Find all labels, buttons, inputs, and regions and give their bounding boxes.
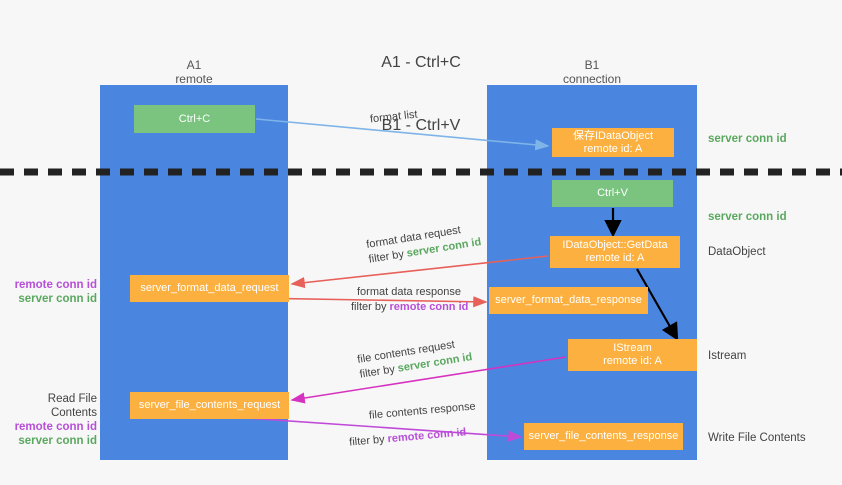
lane-a1-subtitle: remote bbox=[175, 72, 213, 86]
annotation-read-file-contents-group: Read File Contents remote conn id server… bbox=[0, 392, 97, 448]
lane-a1-name: A1 bbox=[186, 58, 202, 72]
lane-b1-name: B1 bbox=[584, 58, 600, 72]
lane-b1-subtitle: connection bbox=[562, 72, 622, 86]
node-istream-sub: remote id: A bbox=[603, 355, 662, 367]
node-server-file-contents-request[interactable]: server_file_contents_request bbox=[130, 392, 289, 419]
node-save-idataobject-sub: remote id: A bbox=[583, 142, 643, 155]
annotation-istream: Istream bbox=[708, 350, 747, 362]
annotation-read-file-contents: Read File Contents bbox=[47, 393, 97, 419]
node-idataobject-getdata-sub: remote id: A bbox=[585, 252, 645, 264]
edge-label-file-contents-response-filter-prefix: filter by bbox=[348, 433, 389, 449]
arrow-getdata-to-istream bbox=[636, 268, 679, 341]
annotation-left-conn-ids-top: remote conn id server conn id bbox=[0, 278, 97, 306]
node-server-format-data-request[interactable]: server_format_data_request bbox=[130, 275, 289, 302]
edge-label-format-data-response-text: format data response bbox=[357, 286, 461, 298]
node-idataobject-getdata-label: IDataObject::GetData bbox=[562, 239, 668, 251]
diagram-title: A1 - Ctrl+C B1 - Ctrl+V bbox=[0, 10, 842, 178]
edge-label-format-data-response-filter-prefix: filter by bbox=[351, 301, 390, 313]
annotation-server-conn-id-left-2: server conn id bbox=[18, 435, 97, 447]
edge-label-format-list-text: format list bbox=[369, 108, 419, 126]
node-ctrl-c-label: Ctrl+C bbox=[178, 112, 211, 125]
annotation-server-conn-id-top: server conn id bbox=[708, 133, 787, 145]
edge-label-format-data-response: format data response filter by remote co… bbox=[351, 285, 469, 315]
node-server-file-contents-response[interactable]: server_file_contents_response bbox=[524, 423, 683, 450]
node-save-idataobject-label: 保存IDataObject bbox=[572, 129, 654, 142]
title-line-2: B1 - Ctrl+V bbox=[381, 117, 461, 134]
node-server-format-data-request-label: server_format_data_request bbox=[140, 282, 279, 294]
node-server-format-data-response-label: server_format_data_response bbox=[495, 294, 642, 306]
annotation-write-file-contents: Write File Contents bbox=[708, 432, 806, 444]
node-idataobject-getdata[interactable]: IDataObject::GetData remote id: A bbox=[550, 236, 680, 268]
node-save-idataobject[interactable]: 保存IDataObject remote id: A bbox=[552, 128, 674, 157]
lane-header-b1: B1 connection bbox=[487, 58, 697, 86]
edge-label-format-data-response-filter-value: remote conn id bbox=[389, 301, 469, 313]
annotation-remote-conn-id-2: remote conn id bbox=[14, 421, 97, 433]
lane-header-a1: A1 remote bbox=[100, 58, 288, 86]
annotation-dataobject: DataObject bbox=[708, 246, 766, 258]
arrow-format-list bbox=[255, 118, 550, 151]
node-istream[interactable]: IStream remote id: A bbox=[568, 339, 697, 371]
annotation-remote-conn-id-1: remote conn id bbox=[14, 279, 97, 291]
title-line-1: A1 - Ctrl+C bbox=[381, 54, 461, 71]
node-istream-label: IStream bbox=[613, 342, 652, 354]
arrow-format-data-request bbox=[290, 255, 549, 289]
node-server-file-contents-response-label: server_file_contents_response bbox=[528, 430, 679, 442]
annotation-server-conn-id-left-1: server conn id bbox=[18, 293, 97, 305]
node-ctrl-c[interactable]: Ctrl+C bbox=[134, 105, 255, 133]
arrow-file-contents-request bbox=[290, 356, 567, 404]
node-ctrl-v-label: Ctrl+V bbox=[597, 187, 628, 199]
annotation-server-conn-id-mid: server conn id bbox=[708, 211, 787, 223]
node-ctrl-v[interactable]: Ctrl+V bbox=[552, 180, 673, 207]
node-server-format-data-response[interactable]: server_format_data_response bbox=[489, 287, 648, 314]
node-server-file-contents-request-label: server_file_contents_request bbox=[138, 399, 281, 411]
